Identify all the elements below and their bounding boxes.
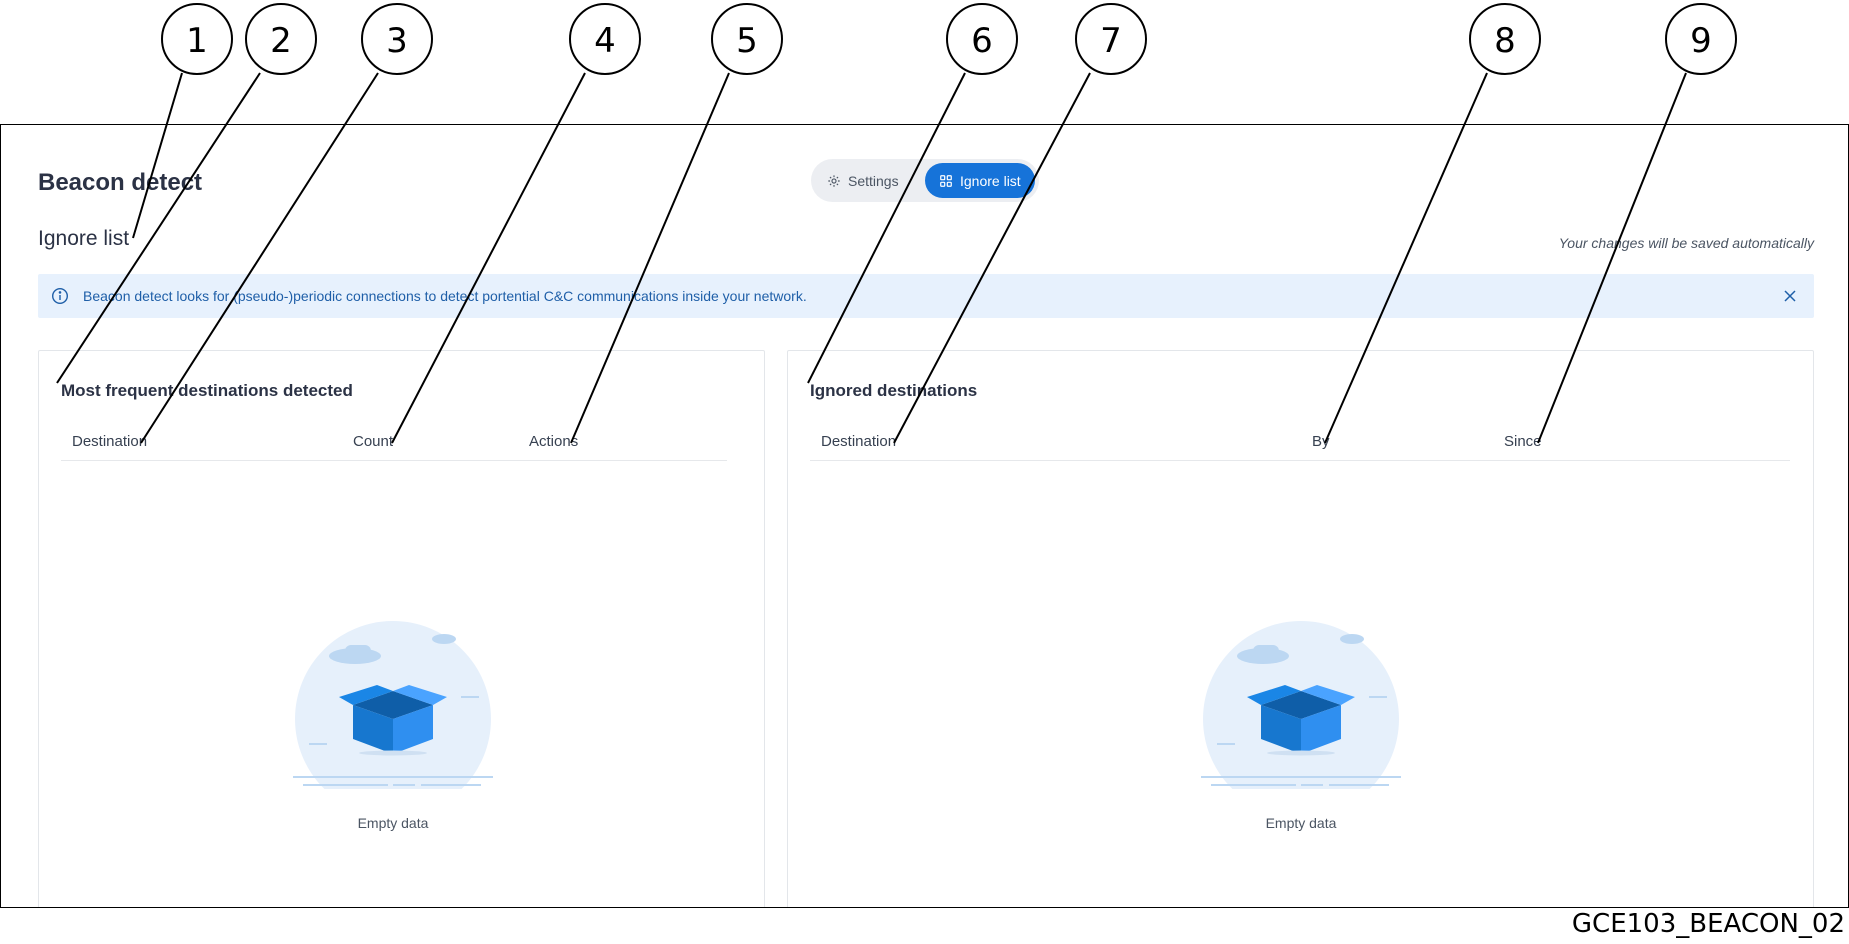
empty-state: Empty data [1201,619,1401,839]
tab-settings-label: Settings [848,172,899,189]
tab-ignore-list-label: Ignore list [960,172,1021,189]
tab-settings[interactable]: Settings [813,163,913,198]
autosave-note: Your changes will be saved automatically [1558,235,1814,251]
frequent-destinations-panel: Most frequent destinations detected Dest… [38,350,765,907]
info-banner: Beacon detect looks for (pseudo-)periodi… [38,274,1814,318]
ignored-table-header: Destination By Since [810,419,1790,461]
app-window: Beacon detect Ignore list Your changes w… [0,124,1849,908]
page-title: Beacon detect [38,169,203,196]
column-by[interactable]: By [1312,433,1330,450]
callout-number: 6 [971,21,993,61]
empty-data-label: Empty data [1265,815,1337,831]
callout-number: 4 [594,21,616,61]
grid-icon [940,174,952,187]
frequent-destinations-title: Most frequent destinations detected [61,381,353,400]
column-destination[interactable]: Destination [72,433,148,450]
callout-number: 3 [386,21,408,61]
ignored-destinations-title: Ignored destinations [810,381,978,400]
tab-ignore-list[interactable]: Ignore list [925,163,1035,198]
column-destination[interactable]: Destination [821,433,897,450]
column-since[interactable]: Since [1504,433,1542,450]
section-title: Ignore list [38,227,130,250]
callout-number: 8 [1494,21,1516,61]
info-banner-text: Beacon detect looks for (pseudo-)periodi… [83,288,807,304]
callout-number: 5 [736,21,758,61]
callout-number: 1 [186,21,208,61]
empty-data-label: Empty data [357,815,429,831]
empty-box-illustration [1201,621,1401,789]
empty-state: Empty data [293,619,493,839]
column-count[interactable]: Count [353,433,394,450]
column-actions: Actions [529,433,579,450]
callout-number: 2 [270,21,292,61]
callout-number: 7 [1100,21,1122,61]
frequent-table-header: Destination Count Actions [61,419,727,461]
view-switcher: Settings Ignore list [811,159,1039,202]
info-icon [51,287,69,305]
figure-code: GCE103_BEACON_02 [1571,909,1845,939]
callout-number: 9 [1690,21,1712,61]
close-icon[interactable] [1780,286,1800,306]
empty-box-illustration [293,621,493,789]
ignored-destinations-panel: Ignored destinations Destination By Sinc… [787,350,1814,907]
gear-icon [828,174,840,187]
